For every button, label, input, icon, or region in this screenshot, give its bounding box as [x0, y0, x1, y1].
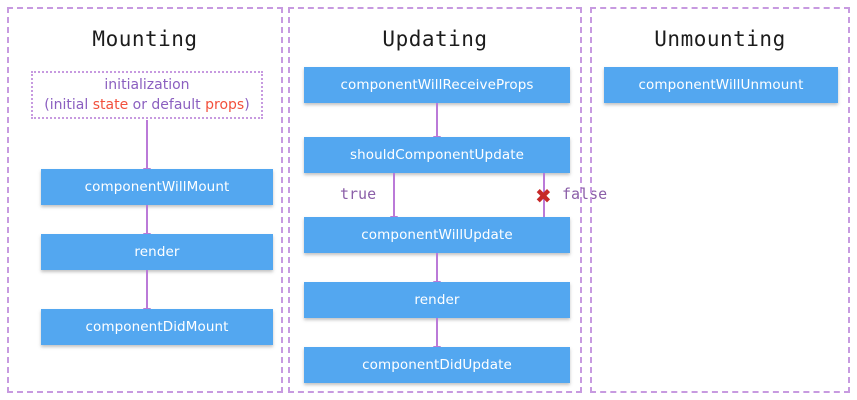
node-component-will-receive-props: componentWillReceiveProps [304, 67, 570, 103]
node-label: componentWillUnmount [638, 77, 804, 93]
line-branch-false [543, 173, 545, 217]
initialization-text-a: (initial [44, 97, 93, 113]
initialization-text-b: or default [128, 97, 206, 113]
panel-title-mounting: Mounting [92, 27, 198, 51]
panel-title-updating: Updating [382, 27, 488, 51]
panel-mounting: Mounting initialization (initial state o… [7, 7, 283, 393]
node-render-updating: render [304, 282, 570, 318]
node-render-mounting: render [41, 234, 273, 270]
node-label: componentWillUpdate [361, 227, 513, 243]
node-component-did-update: componentDidUpdate [304, 347, 570, 383]
keyword-state: state [92, 97, 129, 113]
node-label: componentDidMount [85, 319, 229, 335]
keyword-props: props [205, 97, 245, 113]
node-label: componentWillMount [84, 179, 230, 195]
node-component-will-update: componentWillUpdate [304, 217, 570, 253]
node-label: shouldComponentUpdate [349, 147, 525, 163]
node-should-component-update: shouldComponentUpdate [304, 137, 570, 173]
branch-label-true: true [340, 185, 377, 203]
panel-updating: Updating componentWillReceiveProps shoul… [288, 7, 607, 393]
node-component-will-unmount: componentWillUnmount [604, 67, 838, 103]
node-component-did-mount: componentDidMount [41, 309, 273, 345]
panel-title-unmounting: Unmounting [654, 27, 786, 51]
initialization-line-2: (initial state or default props) [44, 95, 249, 115]
branch-label-false: false [562, 185, 608, 203]
initialization-box: initialization (initial state or default… [31, 71, 263, 119]
blocked-x-icon: ✖ [535, 184, 552, 208]
panel-unmounting: Unmounting componentWillUnmount [590, 7, 850, 393]
node-label: render [134, 244, 180, 260]
node-label: componentDidUpdate [362, 357, 512, 373]
initialization-line-1: initialization [104, 76, 190, 93]
node-label: render [414, 292, 460, 308]
initialization-text-c: ) [244, 97, 250, 113]
node-component-will-mount: componentWillMount [41, 169, 273, 205]
node-label: componentWillReceiveProps [340, 77, 534, 93]
